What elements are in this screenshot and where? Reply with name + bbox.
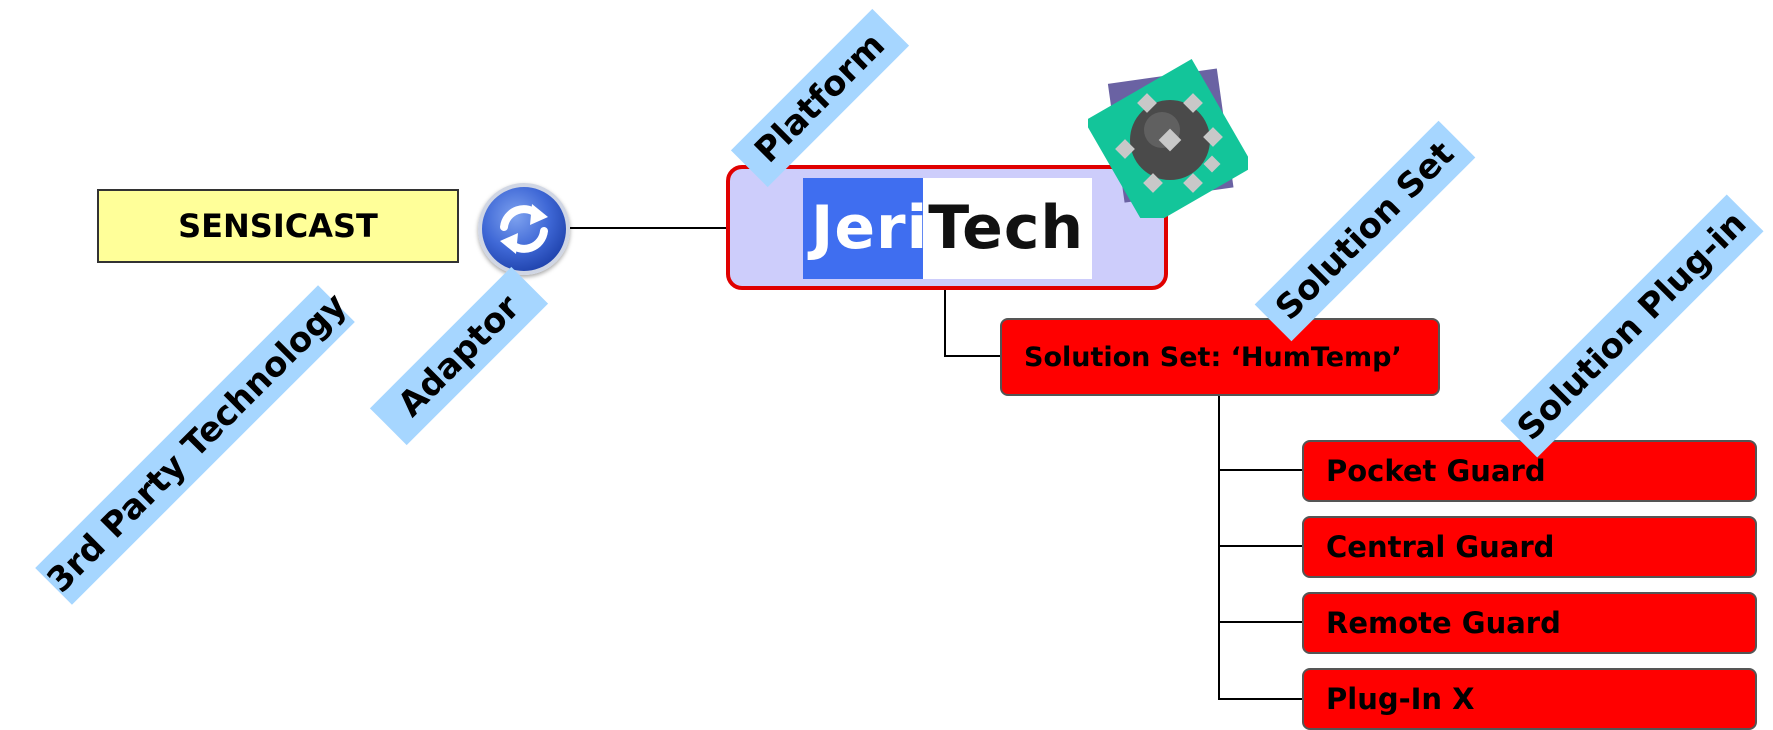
plugin-branch-line-1 [1218,469,1302,471]
plugin-branch-line-2 [1218,545,1302,547]
plugin-label: Plug-In X [1326,682,1475,716]
platform-to-solution-set-horizontal-line [944,355,1000,357]
plugin-branch-line-4 [1218,698,1302,700]
tag-solution-plug-in: Solution Plug-in [1500,194,1764,458]
tag-platform: Platform [730,8,910,188]
plugin-node: Central Guard [1302,516,1757,578]
third-party-node: SENSICAST [97,189,459,263]
plugin-label: Remote Guard [1326,606,1561,640]
sync-arrows-icon [478,183,570,275]
platform-to-solution-set-vertical-line [944,288,946,357]
chip-icon [1088,59,1248,218]
plugin-node: Plug-In X [1302,668,1757,730]
plugin-branch-line-3 [1218,621,1302,623]
plugin-label: Pocket Guard [1326,454,1546,488]
plugin-node: Remote Guard [1302,592,1757,654]
logo-blue-block [803,178,923,279]
plugin-label: Central Guard [1326,530,1555,564]
jeritech-logo: JeriTech [803,178,1092,279]
solution-set-node: Solution Set: ‘HumTemp’ [1000,318,1440,396]
third-party-label: SENSICAST [178,207,378,245]
plugin-trunk-line [1218,394,1220,700]
logo-text: JeriTech [811,178,1084,279]
solution-set-label: Solution Set: ‘HumTemp’ [1024,341,1402,373]
logo-text-jeri: Jeri [811,193,929,263]
tag-adaptor: Adaptor [369,266,549,446]
logo-text-tech: Tech [928,193,1085,263]
adaptor-to-platform-line [570,227,726,229]
tag-solution-set: Solution Set [1254,120,1476,342]
tag-third-party-technology: 3rd Party Technology [35,285,355,605]
